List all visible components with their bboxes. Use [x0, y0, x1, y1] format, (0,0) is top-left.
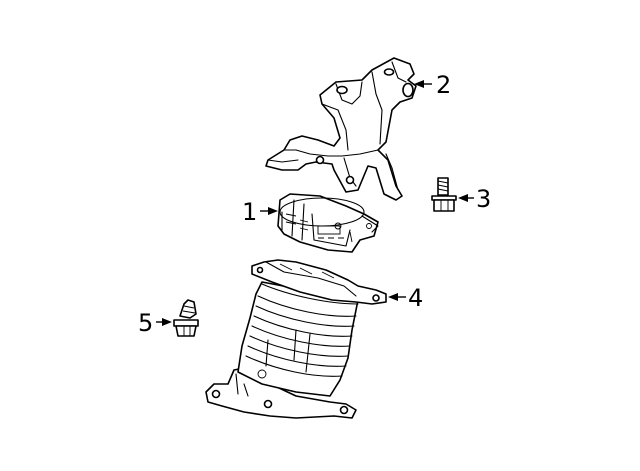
- callout-2: 2: [436, 71, 451, 99]
- part-1-ring[interactable]: [277, 193, 379, 253]
- callout-labels: 1 2 3 4 5: [138, 71, 491, 337]
- part-2-bracket[interactable]: [265, 57, 417, 201]
- callout-leaders: [156, 80, 474, 326]
- part-3-bolt[interactable]: [431, 177, 457, 212]
- part-5-clip[interactable]: [173, 299, 199, 337]
- part-4-boot[interactable]: [205, 259, 387, 419]
- callout-1: 1: [242, 198, 257, 226]
- callout-5: 5: [138, 309, 153, 337]
- callout-3: 3: [476, 185, 491, 213]
- callout-4: 4: [408, 284, 423, 312]
